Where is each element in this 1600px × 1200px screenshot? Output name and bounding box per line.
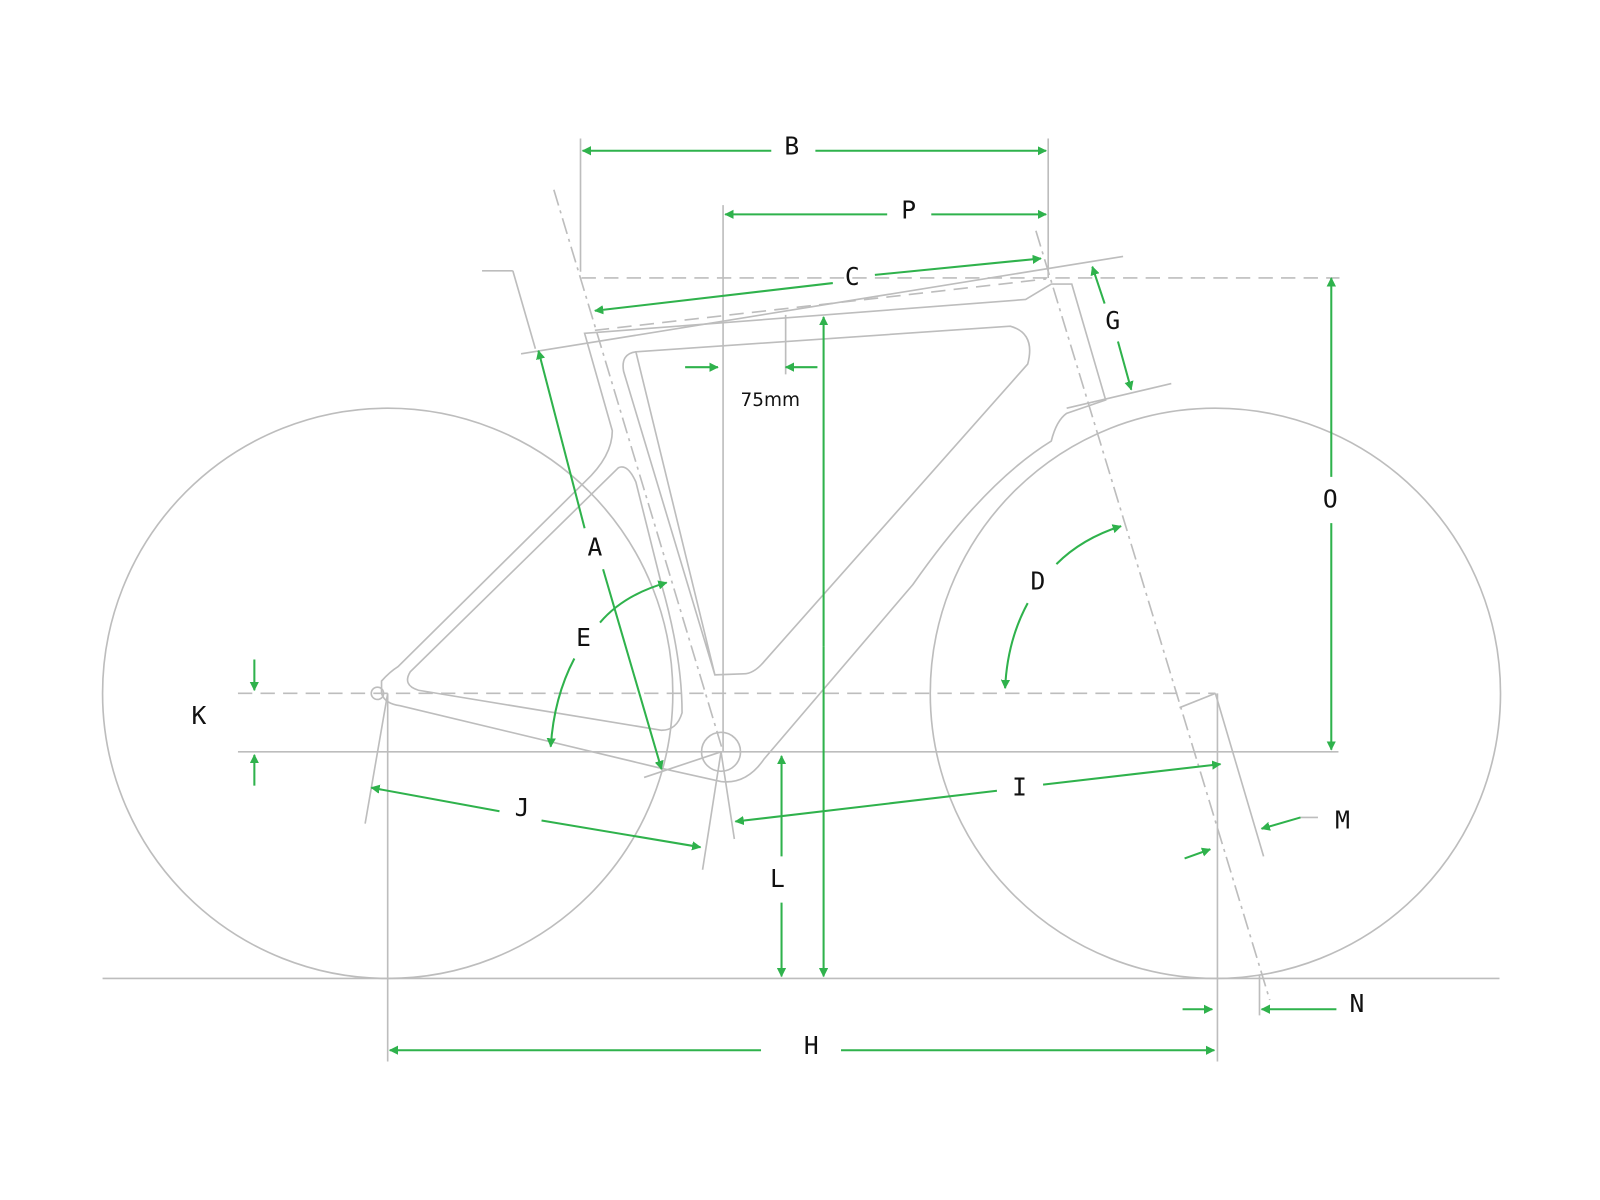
label-l: L (770, 864, 785, 893)
dim-i-arrow (735, 789, 998, 822)
label-c: C (845, 262, 860, 291)
head-tube-perp (1066, 382, 1172, 410)
label-e: E (576, 623, 591, 652)
dim-g-arrow (1092, 267, 1106, 304)
dim-i-arrow (1042, 764, 1220, 786)
fork-line (1214, 693, 1265, 857)
dim-a-arrow (538, 351, 586, 529)
dim-g-arrow (1116, 341, 1131, 390)
label-i: I (1012, 773, 1027, 802)
dim-d-arc (1055, 526, 1121, 565)
fork-line-2 (1179, 692, 1216, 709)
dim-e-arc (599, 583, 667, 624)
seatpost (512, 270, 537, 349)
dim-m-arrow (1184, 849, 1211, 860)
label-d: D (1031, 567, 1046, 596)
crank-line (643, 751, 722, 779)
dim-e-arc (551, 657, 576, 746)
dim-d-arc (1005, 602, 1029, 688)
label-o: O (1323, 485, 1338, 514)
crank-line-2 (701, 751, 722, 870)
label-m: M (1335, 806, 1350, 835)
steering-axis (1035, 230, 1271, 1001)
label-n: N (1350, 989, 1365, 1018)
dim-j-arrow (541, 819, 701, 848)
bike-frame (370, 283, 1107, 783)
dimension-labels: B P C G O 75mm A E D K J I L M N H (192, 132, 1365, 1060)
effective-top-tube (594, 278, 1047, 332)
seat-tube-axis (553, 189, 724, 753)
label-offset: 75mm (741, 390, 800, 411)
label-a: A (587, 533, 602, 562)
label-p: P (901, 195, 916, 224)
dimension-arrows (254, 151, 1337, 1050)
label-k: K (192, 701, 207, 730)
reference-geometry (101, 138, 1502, 1062)
dim-j-arrow (371, 788, 500, 813)
label-h: H (804, 1031, 819, 1060)
crank-line-3 (720, 751, 736, 840)
rear-dropout (370, 686, 385, 701)
dim-a-arrow (602, 568, 661, 769)
label-j: J (515, 793, 530, 822)
dim-c-arrow (595, 282, 833, 311)
label-b: B (784, 132, 799, 161)
dim-c-arrow (874, 258, 1041, 276)
dropout-line (364, 693, 389, 824)
dim-m-arrow (1262, 816, 1301, 828)
bottom-bracket (700, 731, 742, 773)
label-g: G (1105, 306, 1120, 335)
